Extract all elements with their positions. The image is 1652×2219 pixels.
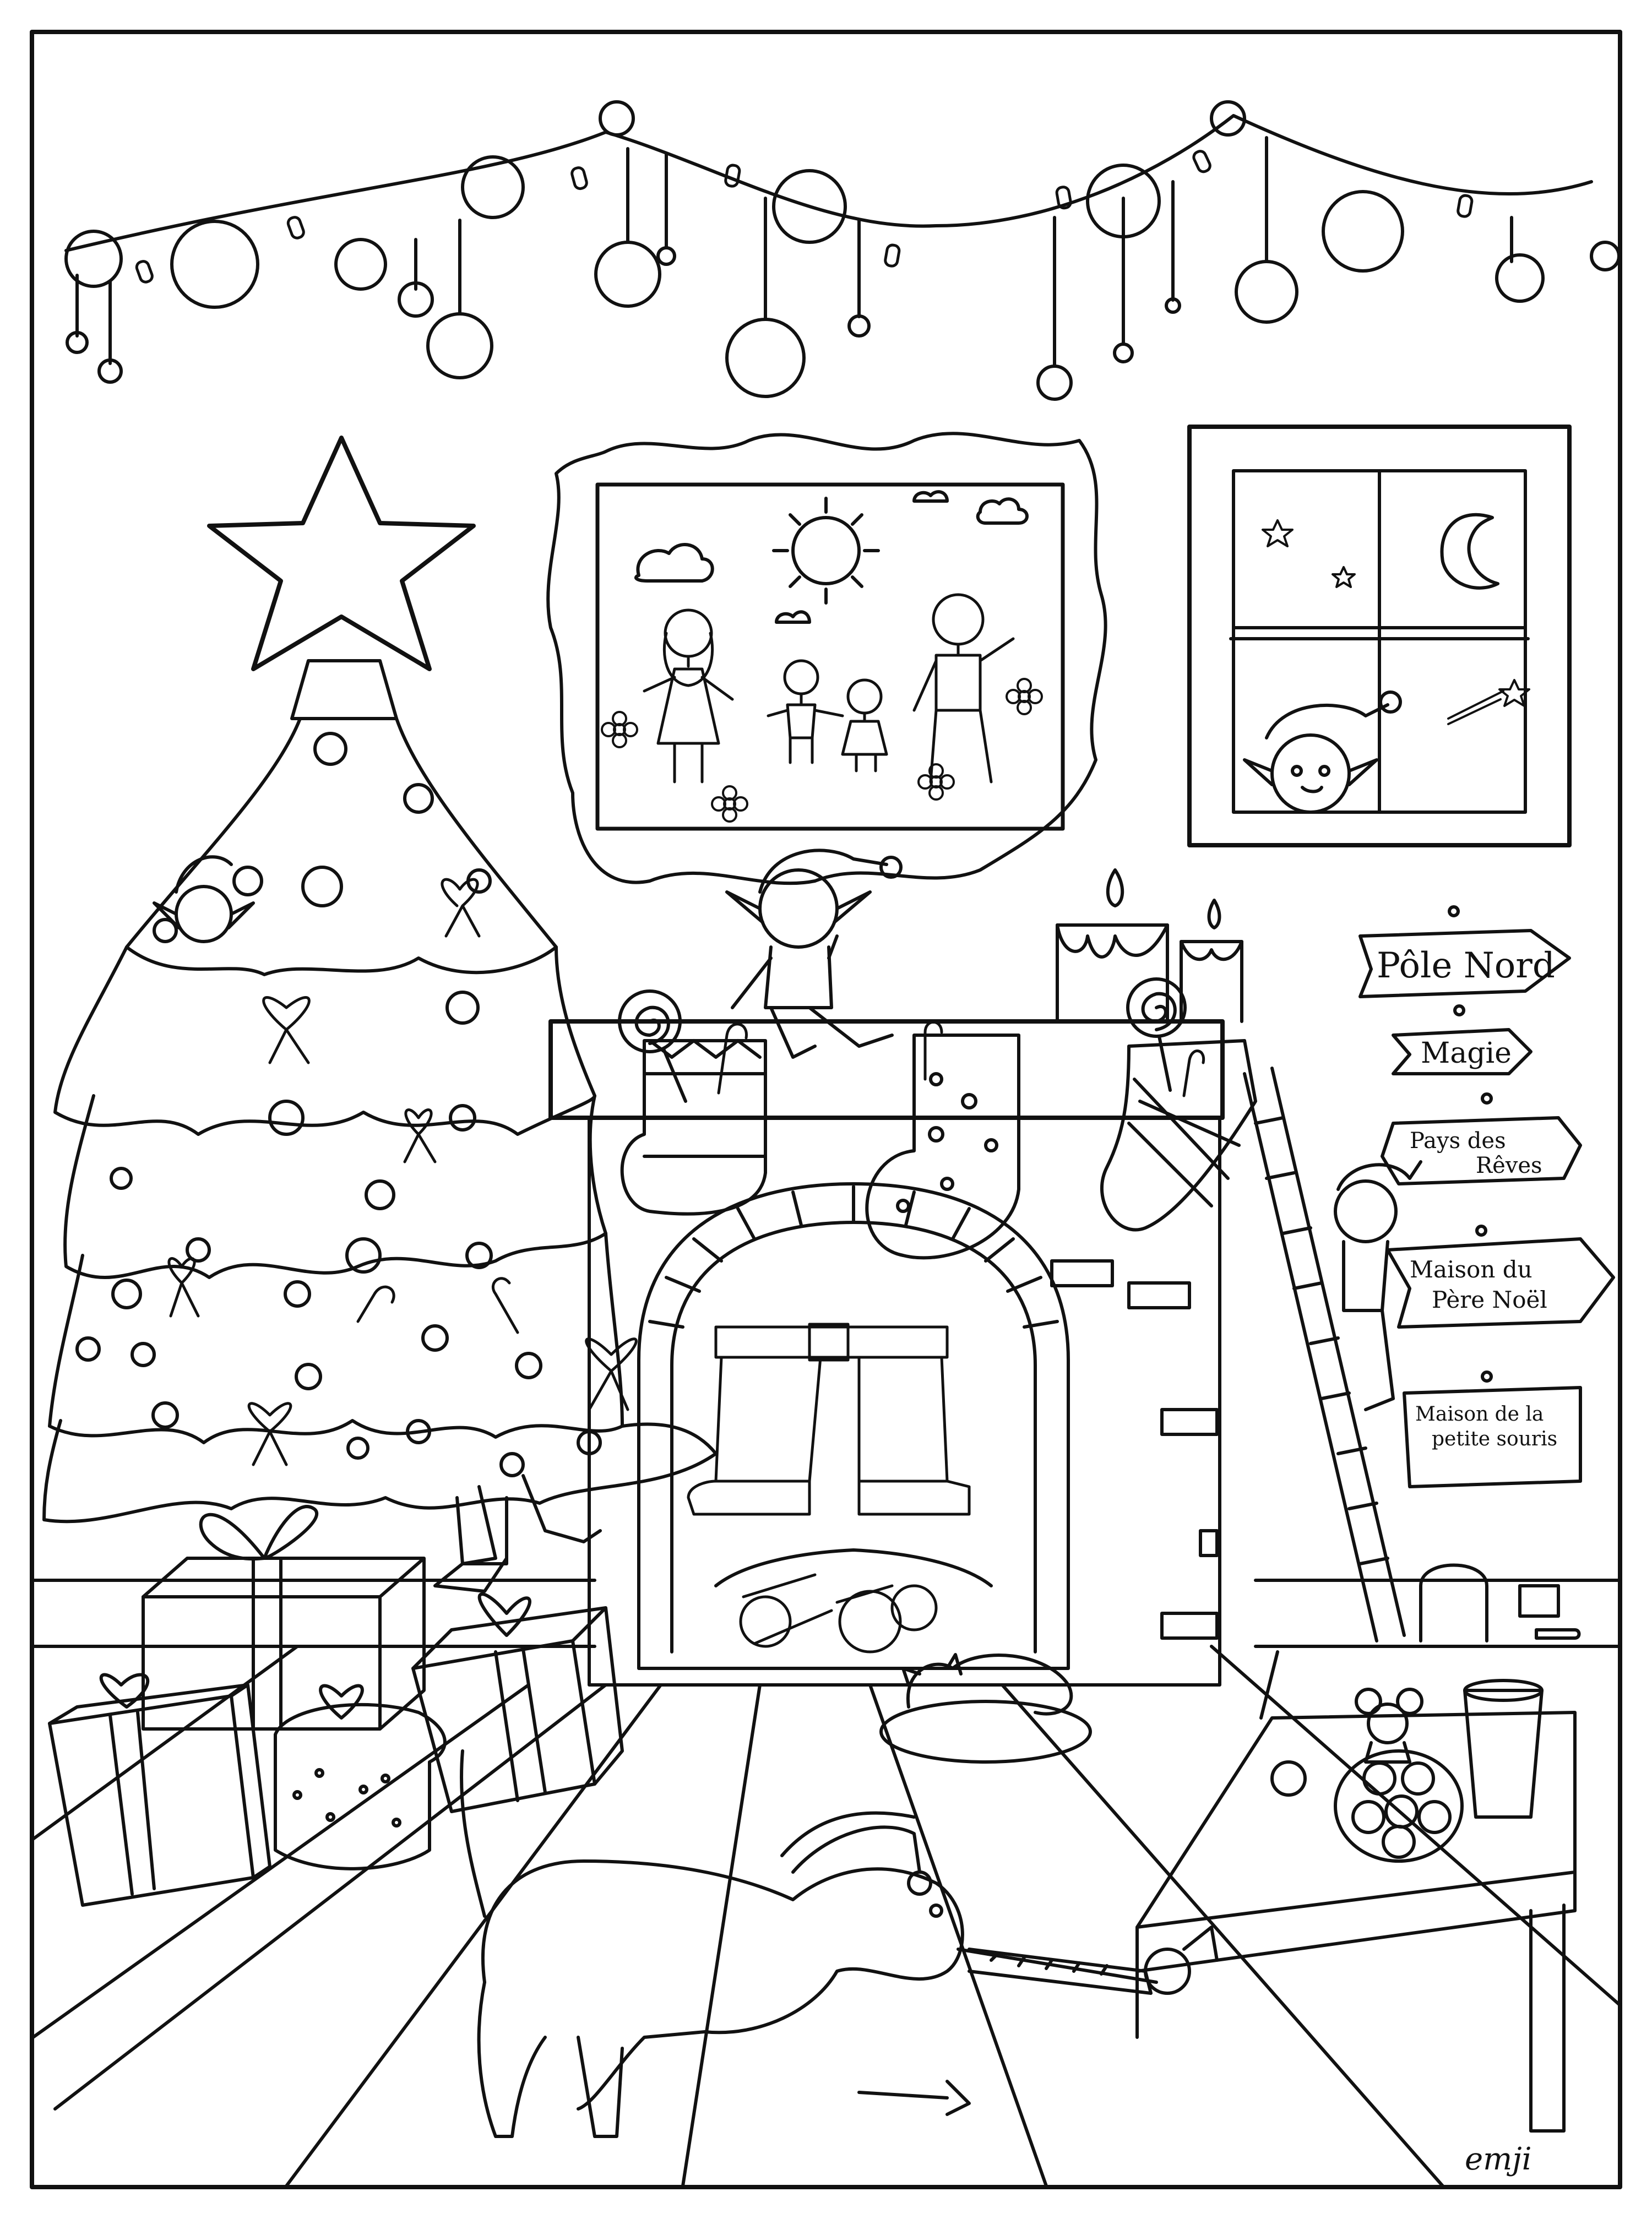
- page-border: [30, 30, 1622, 2189]
- santa-legs: [687, 1323, 971, 1516]
- signature: emji: [1465, 2141, 1532, 2177]
- mouse-door: [1419, 1563, 1581, 1643]
- sign-pole-nord: Pôle Nord: [1377, 945, 1555, 986]
- flower-icon: [601, 678, 1043, 823]
- elf-on-ladder: [1334, 1160, 1422, 1411]
- elf-on-mantel: [725, 849, 903, 1059]
- elf-peeking-tree: [153, 855, 255, 943]
- mouse-on-table: [1355, 1688, 1423, 1764]
- christmas-tree: [42, 436, 718, 1593]
- sign-maison-petite-souris-line2: petite souris: [1432, 1428, 1557, 1450]
- table: [1135, 1650, 1577, 2133]
- elf-face-in-window: [1243, 690, 1402, 814]
- lollipop-icon: [618, 977, 1187, 1103]
- candle-icon: [1056, 868, 1243, 1023]
- ornament-icon: [64, 100, 1621, 401]
- star-icon: [1262, 519, 1530, 725]
- sign-pays-des-reves-line1: Pays des: [1410, 1128, 1506, 1154]
- sign-magie: Magie: [1421, 1037, 1512, 1070]
- cookie-icon: [1270, 1749, 1464, 1863]
- bow-icon: [167, 878, 638, 1466]
- sign-maison-pere-noel-line1: Maison du: [1410, 1256, 1533, 1283]
- star-icon: [207, 436, 476, 671]
- garland: [64, 100, 1621, 401]
- cloud-icon: [634, 490, 1029, 624]
- logs-icon: [739, 1573, 938, 1654]
- fireplace: [548, 1019, 1225, 1687]
- family-picture-frame: [546, 432, 1107, 885]
- elf-held-by-dog: [968, 1926, 1219, 1995]
- ornament-icon: [75, 732, 602, 1477]
- stocking-icon: [620, 1034, 1257, 1260]
- signposts: [1358, 905, 1615, 1488]
- window: [1187, 425, 1572, 847]
- sign-texts: Pôle Nord Magie Pays des Rêves Maison du…: [1377, 945, 1557, 2177]
- light-bulb-icon: [135, 150, 1474, 284]
- candy-cane-icon: [356, 1020, 1205, 1334]
- ladder-icon: [1243, 1067, 1406, 1643]
- gift-icon: [48, 1505, 624, 1907]
- moon-icon: [1440, 513, 1499, 590]
- sign-maison-pere-noel-line2: Père Noël: [1432, 1286, 1547, 1313]
- family-figures: [643, 593, 1015, 784]
- sun-icon: [772, 497, 880, 605]
- glass-icon: [1463, 1679, 1544, 1819]
- elf-legs-under-tree: [433, 1474, 602, 1593]
- room-background: [31, 1579, 1621, 2188]
- sign-pays-des-reves-line2: Rêves: [1476, 1153, 1542, 1178]
- sign-maison-petite-souris-line1: Maison de la: [1415, 1403, 1544, 1426]
- dog: [460, 1749, 1158, 2138]
- sleeping-cat: [879, 1653, 1092, 1764]
